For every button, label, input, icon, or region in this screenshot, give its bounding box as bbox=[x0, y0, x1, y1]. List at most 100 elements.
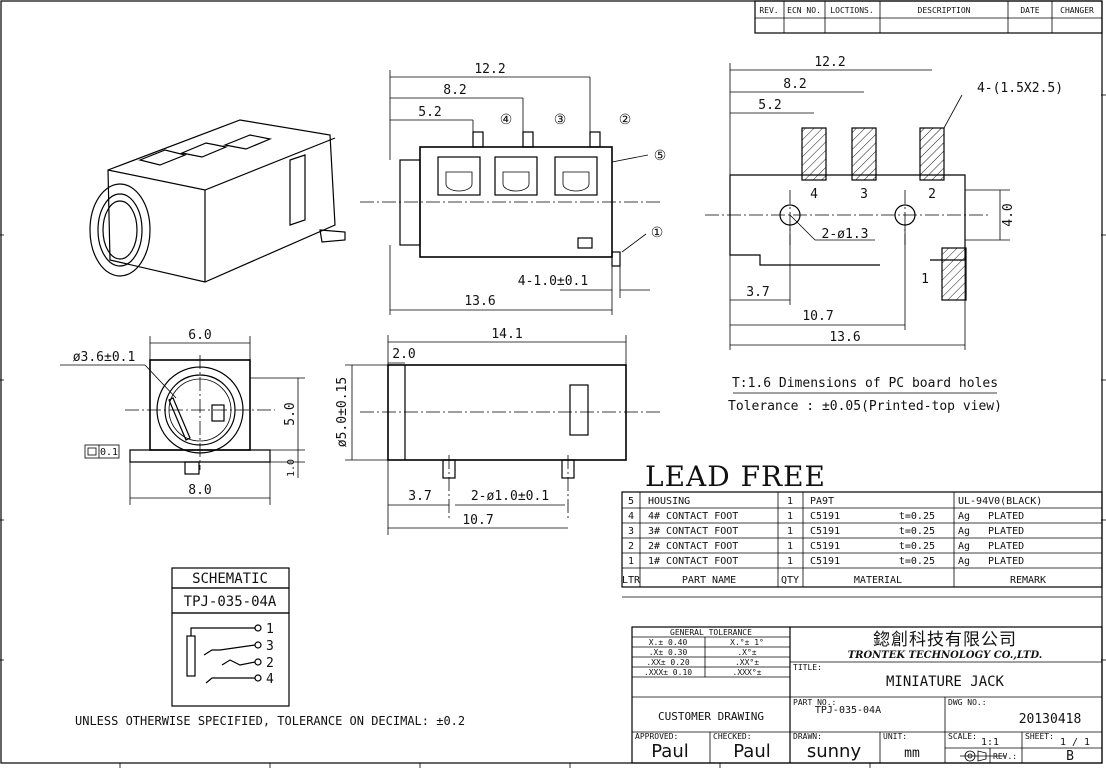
pad-2-label: 2 bbox=[928, 187, 936, 202]
ecn-header: ECN NO. bbox=[787, 6, 821, 15]
bom-cell-name: 2# CONTACT FOOT bbox=[648, 541, 738, 552]
bom-cell-no: 4 bbox=[628, 511, 634, 522]
pcb-dim-8-2: 8.2 bbox=[783, 77, 806, 92]
locations-header: LOCTIONS. bbox=[830, 6, 873, 15]
bom-header-no: LTR bbox=[622, 575, 641, 586]
end-view: 6.0 ø3.6±0.1 5.0 1.0 8.0 0.1 bbox=[60, 328, 305, 505]
bom-cell-thk: t=0.25 bbox=[899, 511, 935, 522]
sheet-label: SHEET: bbox=[1025, 732, 1054, 741]
pcb-dim-10-7: 10.7 bbox=[802, 309, 833, 324]
drawing-title: MINIATURE JACK bbox=[886, 674, 1005, 690]
pin-2-label: 2 bbox=[266, 656, 274, 671]
tolerance-note: UNLESS OTHERWISE SPECIFIED, TOLERANCE ON… bbox=[75, 714, 465, 728]
bom-cell-no: 5 bbox=[628, 496, 634, 507]
tol-cell: .XX± 0.20 bbox=[646, 658, 690, 667]
pcb-dim-5-2: 5.2 bbox=[758, 98, 781, 113]
drawn-label: DRAWN: bbox=[793, 732, 822, 741]
end-dim-8-0: 8.0 bbox=[188, 483, 211, 498]
side-dim-3-7: 3.7 bbox=[408, 489, 431, 504]
scale: 1:1 bbox=[981, 737, 999, 748]
bom-cell-remark_a: UL-94V0(BLACK) bbox=[958, 496, 1042, 507]
revision-table: REV. ECN NO. LOCTIONS. DESCRIPTION DATE … bbox=[754, 0, 1103, 34]
bom-cell-name: 1# CONTACT FOOT bbox=[648, 556, 738, 567]
tol-cell: X.°± 1° bbox=[730, 638, 764, 647]
bom-cell-no: 3 bbox=[628, 526, 634, 537]
bom-cell-name: 4# CONTACT FOOT bbox=[648, 511, 738, 522]
side-dim-holes: 2-ø1.0±0.1 bbox=[471, 489, 549, 504]
rev-header: REV. bbox=[759, 6, 778, 15]
bom-cell-thk: t=0.25 bbox=[899, 526, 935, 537]
bom-cell-thk: t=0.25 bbox=[899, 556, 935, 567]
pad-1-label: 1 bbox=[921, 272, 929, 287]
tol-cell: .XXX°± bbox=[733, 668, 762, 677]
bom-cell-no: 1 bbox=[628, 556, 634, 567]
pad-1 bbox=[941, 247, 967, 301]
schematic-model: TPJ-035-04A bbox=[184, 594, 277, 610]
end-dim-hole: ø3.6±0.1 bbox=[73, 350, 136, 365]
pad-3 bbox=[851, 127, 877, 181]
end-dim-5-0: 5.0 bbox=[283, 402, 298, 425]
pin-1-label: 1 bbox=[266, 622, 274, 637]
pad-4-label: 4 bbox=[810, 187, 818, 202]
part-no-label: PART NO.: bbox=[793, 698, 836, 707]
lead-free-label: LEAD FREE bbox=[645, 460, 826, 493]
pcb-layout-view: 4 3 2 1 12.2 8.2 5.2 4-(1.5X2.5) 2-ø1.3 … bbox=[705, 55, 1063, 414]
dwg-no: 20130418 bbox=[1019, 712, 1082, 727]
rev-label: REV.: bbox=[993, 752, 1017, 761]
callout-1: ① bbox=[651, 225, 664, 241]
sheet: 1 / 1 bbox=[1060, 737, 1090, 748]
bom-header-remark: REMARK bbox=[1010, 575, 1046, 586]
flatness-tol: 0.1 bbox=[100, 447, 118, 458]
bom-cell-qty: 1 bbox=[787, 496, 793, 507]
bom-cell-remark_b: PLATED bbox=[988, 526, 1024, 537]
side-dim-10-7: 10.7 bbox=[462, 513, 493, 528]
schematic-block: SCHEMATIC TPJ-035-04A 1 3 2 4 bbox=[171, 567, 290, 707]
company-name-cn: 鍃創科技有限公司 bbox=[873, 630, 1017, 650]
general-tolerance-title: GENERAL TOLERANCE bbox=[670, 628, 752, 637]
pcb-dim-4-0: 4.0 bbox=[1001, 203, 1016, 226]
bom-cell-thk: t=0.25 bbox=[899, 541, 935, 552]
title-label: TITLE: bbox=[793, 663, 822, 672]
approved-by: Paul bbox=[651, 741, 689, 762]
side-dim-2-0: 2.0 bbox=[392, 347, 415, 362]
pcb-dim-12-2: 12.2 bbox=[814, 55, 845, 70]
bom-header-material: MATERIAL bbox=[854, 575, 902, 586]
dim-13-6: 13.6 bbox=[464, 294, 495, 309]
changer-header: CHANGER bbox=[1060, 6, 1094, 15]
approved-label: APPROVED: bbox=[635, 732, 678, 741]
bom-cell-remark_b: PLATED bbox=[988, 541, 1024, 552]
bom-cell-mat: C5191 bbox=[810, 556, 840, 567]
callout-3: ③ bbox=[554, 112, 567, 128]
dim-contact-width: 4-1.0±0.1 bbox=[518, 274, 588, 289]
bom-cell-remark_b: PLATED bbox=[988, 556, 1024, 567]
pad-size-note: 4-(1.5X2.5) bbox=[977, 81, 1063, 96]
checked-label: CHECKED: bbox=[713, 732, 752, 741]
unit-label: UNIT: bbox=[883, 732, 907, 741]
tol-cell: .X°± bbox=[737, 648, 756, 657]
bom-cell-remark_a: Ag bbox=[958, 511, 970, 522]
company-name-en: TRONTEK TECHNOLOGY CO.,LTD. bbox=[848, 650, 1043, 661]
bom-cell-qty: 1 bbox=[787, 511, 793, 522]
end-dim-1-0: 1.0 bbox=[286, 459, 297, 477]
pcb-dim-13-6: 13.6 bbox=[829, 330, 860, 345]
bom-cell-remark_a: Ag bbox=[958, 556, 970, 567]
isometric-view bbox=[89, 119, 346, 283]
bom-cell-remark_b: PLATED bbox=[988, 511, 1024, 522]
dim-5-2: 5.2 bbox=[418, 105, 441, 120]
pad-4 bbox=[801, 127, 827, 181]
schematic-title: SCHEMATIC bbox=[192, 571, 268, 587]
tol-cell: .XXX± 0.10 bbox=[644, 668, 692, 677]
bom-cell-mat: C5191 bbox=[810, 541, 840, 552]
customer-drawing-label: CUSTOMER DRAWING bbox=[658, 710, 764, 723]
bom-cell-mat: C5191 bbox=[810, 526, 840, 537]
dim-12-2: 12.2 bbox=[474, 62, 505, 77]
revision: B bbox=[1066, 749, 1074, 764]
bom-cell-qty: 1 bbox=[787, 526, 793, 537]
pad-3-label: 3 bbox=[860, 187, 868, 202]
bom-cell-mat: C5191 bbox=[810, 511, 840, 522]
pcb-note-2: Tolerance : ±0.05(Printed-top view) bbox=[728, 399, 1002, 414]
side-view: 14.1 2.0 ø5.0±0.15 3.7 2-ø1.0±0.1 10.7 bbox=[335, 327, 660, 535]
